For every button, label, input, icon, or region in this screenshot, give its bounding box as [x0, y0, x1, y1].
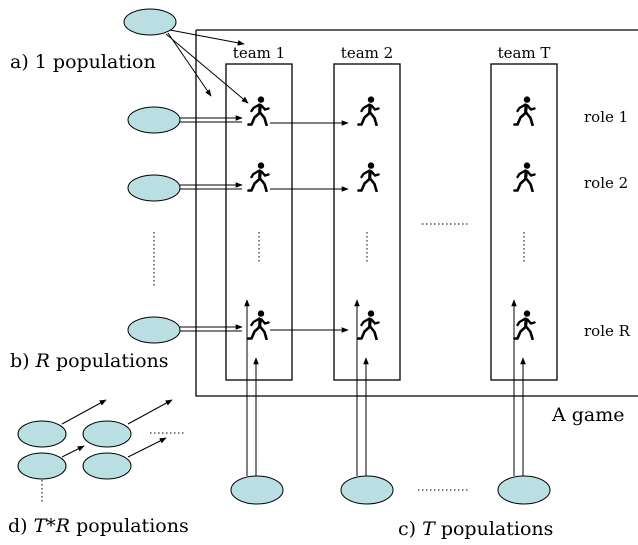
tr-population-1 [17, 420, 67, 448]
role-2-label: role 2 [584, 174, 628, 192]
team-population-2 [340, 475, 394, 505]
team-1-box [225, 63, 293, 381]
r-populations-label: b) R populations [10, 350, 169, 372]
arrow-single-to-team1 [167, 32, 212, 97]
t-populations-label: c) T populations [398, 518, 553, 540]
game-frame [195, 29, 638, 397]
team-t-label: team T [498, 44, 551, 62]
player-team1-role1 [247, 96, 270, 126]
player-teamT-role2 [513, 162, 536, 192]
one-population-label: a) 1 population [10, 51, 156, 73]
game-label: A game [551, 404, 625, 426]
role-population-1 [127, 106, 181, 134]
role-population-r [127, 316, 181, 344]
arrow-single-to-game [169, 29, 245, 46]
tr-population-4 [82, 452, 132, 480]
player-team2-roleR [357, 310, 380, 340]
tr-population-arrows [61, 399, 173, 458]
player-team2-role2 [357, 162, 380, 192]
player-team1-role2 [247, 162, 270, 192]
tr-population-2 [82, 420, 132, 448]
tr-population-3 [17, 452, 67, 480]
role-population-2 [127, 174, 181, 202]
role-r-label: role R [584, 322, 631, 340]
role-population-arrows [180, 115, 243, 332]
team-t-box [490, 63, 558, 381]
single-population [123, 8, 177, 36]
arrow-single-to-player [165, 33, 249, 104]
player-team1-roleR [247, 310, 270, 340]
team-population-arrows [244, 299, 526, 476]
role-1-label: role 1 [584, 108, 628, 126]
player-team2-role1 [357, 96, 380, 126]
team-2-label: team 2 [341, 44, 393, 62]
team-population-1 [230, 475, 284, 505]
tr-populations-label: d) T*R populations [8, 515, 189, 537]
team-population-t [497, 475, 551, 505]
team-2-box [333, 63, 401, 381]
team-1-label: team 1 [233, 44, 285, 62]
player-teamT-role1 [513, 96, 536, 126]
player-teamT-roleR [513, 310, 536, 340]
